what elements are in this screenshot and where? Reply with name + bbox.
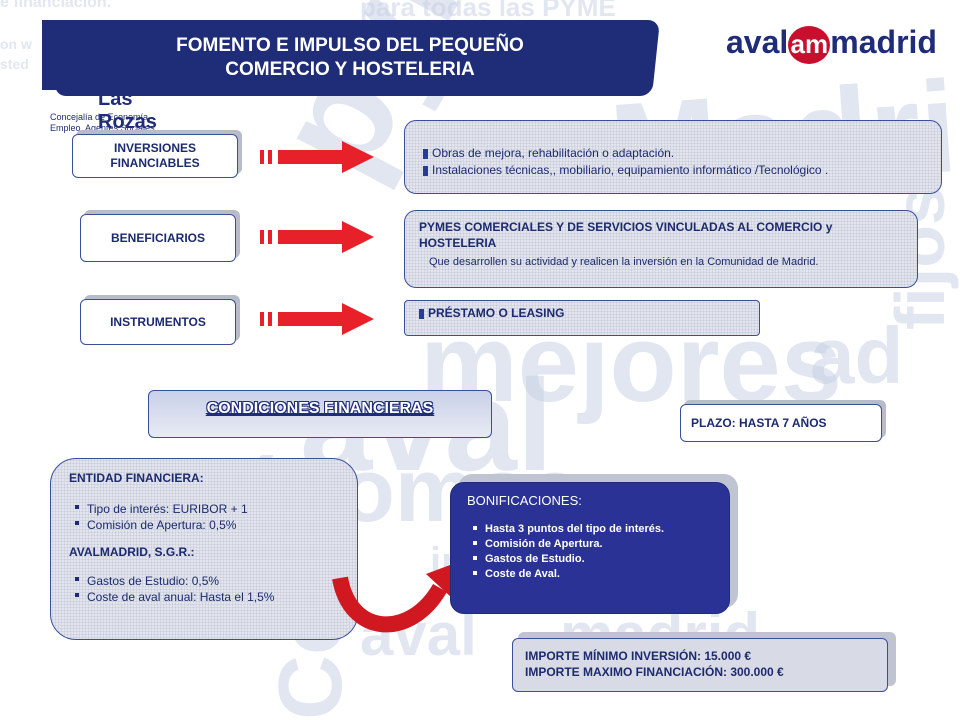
bullet-icon — [423, 165, 428, 176]
list-item: Gastos de Estudio: 0,5% — [75, 573, 347, 589]
inversiones-box: Obras de mejora, rehabilitación o adapta… — [404, 120, 942, 194]
bg-word: ad — [810, 311, 904, 400]
list-item: Comisión de Apertura: 0,5% — [75, 517, 347, 533]
bonificaciones-box: BONIFICACIONES: Hasta 3 puntos del tipo … — [450, 482, 730, 614]
logo-aval: aval — [726, 24, 789, 60]
list-item: Hasta 3 puntos del tipo de interés. — [473, 522, 719, 537]
logo-am-circle: am — [788, 26, 831, 64]
page-title: FOMENTO E IMPULSO DEL PEQUEÑO COMERCIO Y… — [80, 34, 620, 82]
entidad-heading: ENTIDAD FINANCIERA: — [69, 471, 204, 485]
bg-word: e financiación. — [0, 0, 112, 11]
bonificaciones-list: Hasta 3 puntos del tipo de interés. Comi… — [467, 522, 719, 582]
list-item: Coste de aval anual: Hasta el 1,5% — [75, 589, 347, 605]
instrumentos-box: PRÉSTAMO O LEASING — [404, 300, 760, 336]
title-line-1: FOMENTO E IMPULSO DEL PEQUEÑO — [176, 35, 524, 56]
condiciones-title: CONDICIONES FINANCIERAS — [148, 390, 492, 438]
logo-subtitle-1: Concejalía de Economía, — [50, 112, 151, 122]
beneficiarios-box: PYMES COMERCIALES Y DE SERVICIOS VINCULA… — [404, 210, 918, 288]
list-item: Obras de mejora, rehabilitación o adapta… — [423, 145, 925, 162]
logo-madrid: madrid — [830, 24, 937, 60]
list-item: Coste de Aval. — [473, 567, 719, 582]
importe-minimo: IMPORTE MÍNIMO INVERSIÓN: 15.000 € — [525, 649, 752, 663]
bg-word: para todas las PYME — [360, 0, 616, 22]
beneficiarios-heading: PYMES COMERCIALES Y DE SERVICIOS VINCULA… — [419, 220, 833, 250]
beneficiarios-sub: Que desarrollen su actividad y realicen … — [429, 256, 819, 268]
bonificaciones-heading: BONIFICACIONES: — [467, 493, 582, 508]
arrow-right-icon — [260, 303, 374, 335]
entidad-list: Tipo de interés: EURIBOR + 1 Comisión de… — [69, 501, 347, 533]
list-item: Gastos de Estudio. — [473, 552, 719, 567]
arrow-right-icon — [260, 221, 374, 253]
curved-arrow-icon — [332, 562, 458, 633]
list-item: Instalaciones técnicas,, mobiliario, equ… — [423, 162, 925, 179]
bg-word: on w — [0, 36, 32, 52]
aval-heading: AVALMADRID, S.G.R.: — [69, 545, 195, 559]
importes-box: IMPORTE MÍNIMO INVERSIÓN: 15.000 € IMPOR… — [512, 638, 888, 692]
importe-maximo: IMPORTE MAXIMO FINANCIACIÓN: 300.000 € — [525, 665, 784, 679]
bullet-icon — [423, 148, 428, 159]
aval-list: Gastos de Estudio: 0,5% Coste de aval an… — [69, 573, 347, 605]
title-line-2: COMERCIO Y HOSTELERIA — [225, 59, 475, 80]
arrow-right-icon — [260, 141, 374, 173]
avalmadrid-logo: avalammadrid — [726, 24, 937, 68]
label-beneficiarios: BENEFICIARIOS — [80, 214, 236, 262]
plazo-label: PLAZO: HASTA 7 AÑOS — [680, 404, 882, 442]
label-instrumentos: INSTRUMENTOS — [80, 299, 236, 345]
entidad-box: ENTIDAD FINANCIERA: Tipo de interés: EUR… — [50, 458, 358, 640]
list-item: Comisión de Apertura. — [473, 537, 719, 552]
bullet-icon — [419, 308, 424, 319]
label-inversiones: INVERSIONES FINANCIABLES — [72, 134, 238, 178]
logo-subtitle-2: Empleo, Agentes Sociales — [50, 123, 155, 133]
bg-word: sted — [0, 56, 29, 72]
list-item: Tipo de interés: EURIBOR + 1 — [75, 501, 347, 517]
